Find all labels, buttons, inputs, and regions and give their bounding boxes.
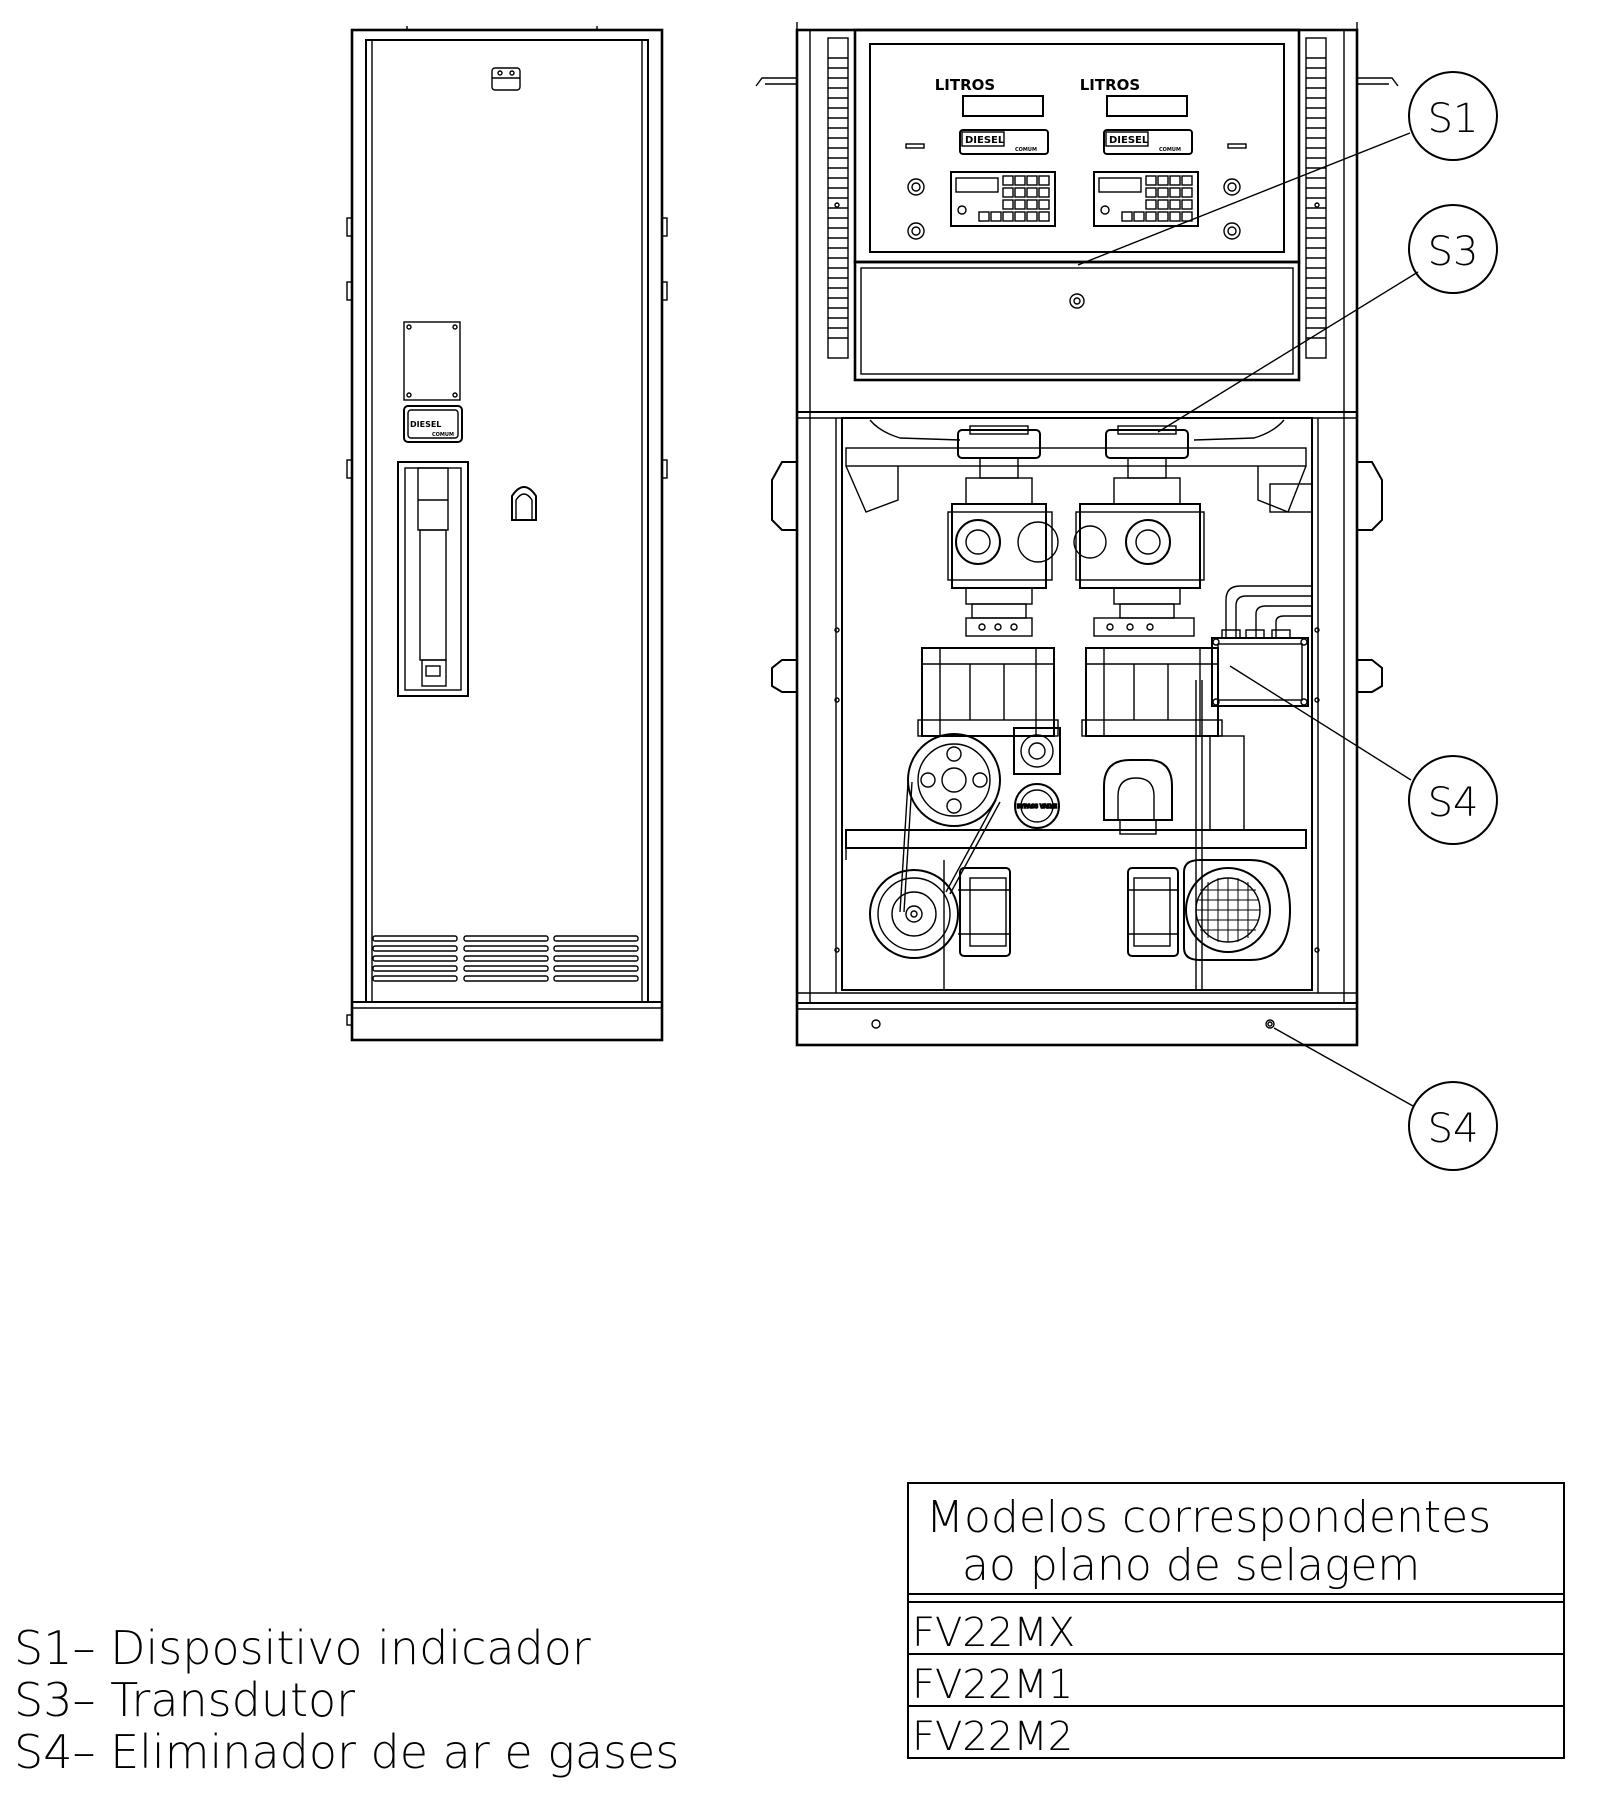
- left-diesel-subtext: COMUM: [1015, 147, 1037, 153]
- air-eliminator: [1211, 585, 1312, 707]
- table-row-model: FV22MX: [912, 1610, 1075, 1656]
- legend-item-s1: S1– Dispositivo indicador: [14, 1621, 591, 1675]
- left-motor: [869, 867, 1011, 959]
- callout-s1-label: S1: [1428, 96, 1479, 142]
- frame-holes: [834, 202, 1320, 1029]
- table-header-line2: ao plano de selagem: [962, 1540, 1420, 1591]
- hydraulic-compartment: [841, 417, 1313, 991]
- right-motor: [1127, 859, 1292, 961]
- right-diesel-text: DIESEL: [1109, 135, 1149, 146]
- leader-s1: [1077, 132, 1411, 266]
- models-table: Modelos correspondentes ao plano de sela…: [907, 1482, 1565, 1760]
- head-round-buttons: [907, 178, 1241, 240]
- left-meter: [947, 425, 1059, 637]
- callout-s4-upper: [1408, 755, 1498, 845]
- right-diesel-badge: [1103, 129, 1193, 155]
- leader-s3: [1157, 271, 1419, 433]
- callout-s4-lower-label: S4: [1428, 1106, 1479, 1152]
- right-pump: [1081, 647, 1245, 835]
- nozzle-hook: [511, 486, 537, 521]
- cover-plate: [403, 321, 461, 401]
- cross-beam: [845, 829, 1307, 849]
- left-litros-label: LITROS: [935, 76, 995, 94]
- right-litros-label: LITROS: [1080, 76, 1140, 94]
- legend: S1– Dispositivo indicador S3– Transdutor…: [14, 1621, 679, 1779]
- legend-item-s4: S4– Eliminador de ar e gases: [14, 1725, 679, 1779]
- nozzle-holster: [397, 461, 469, 697]
- side-bolts: [346, 217, 668, 1026]
- bypass-valve-label: BYPASS VALVE: [1017, 804, 1058, 810]
- right-side-lamp: [1356, 461, 1383, 531]
- leader-s4-lower: [1273, 1027, 1414, 1107]
- left-volume-window: [962, 95, 1044, 117]
- side-view: DIESEL COMUM: [346, 26, 668, 1042]
- front-view: LITROS LITROS DIESEL COMUM DIESEL COMUM: [755, 22, 1399, 1047]
- left-diesel-text: DIESEL: [965, 135, 1005, 146]
- callout-s1: [1408, 71, 1498, 161]
- left-keypad: [950, 171, 1056, 227]
- leader-s4-upper: [1229, 665, 1412, 781]
- drive-belt: [899, 781, 1001, 913]
- right-meter: [1073, 425, 1205, 637]
- table-header-line1: Modelos correspondentes: [926, 1492, 1491, 1543]
- callout-s4-lower: [1408, 1081, 1498, 1171]
- legend-item-s3: S3– Transdutor: [14, 1673, 355, 1727]
- lower-head-panel: [853, 260, 1301, 382]
- left-side-lamp: [771, 461, 798, 531]
- callout-s4-upper-label: S4: [1428, 780, 1479, 826]
- side-badge: [403, 405, 463, 443]
- right-volume-window: [1106, 95, 1188, 117]
- side-vents: [372, 935, 639, 982]
- right-diesel-subtext: COMUM: [1159, 147, 1181, 153]
- side-badge-text: DIESEL: [410, 420, 441, 429]
- side-badge-subtext: COMUM: [432, 432, 454, 438]
- left-pump: BYPASS VALVE: [907, 647, 1061, 829]
- table-row-model: FV22M2: [912, 1714, 1073, 1760]
- rib-lines: [828, 57, 1326, 339]
- callout-s3-label: S3: [1428, 229, 1479, 275]
- callout-s3: [1408, 204, 1498, 294]
- table-row-model: FV22M1: [912, 1662, 1073, 1708]
- callouts: S1 S3 S4 S4: [1077, 71, 1498, 1171]
- right-keypad: [1093, 171, 1199, 227]
- left-diesel-badge: [959, 129, 1049, 155]
- top-handle: [491, 67, 521, 91]
